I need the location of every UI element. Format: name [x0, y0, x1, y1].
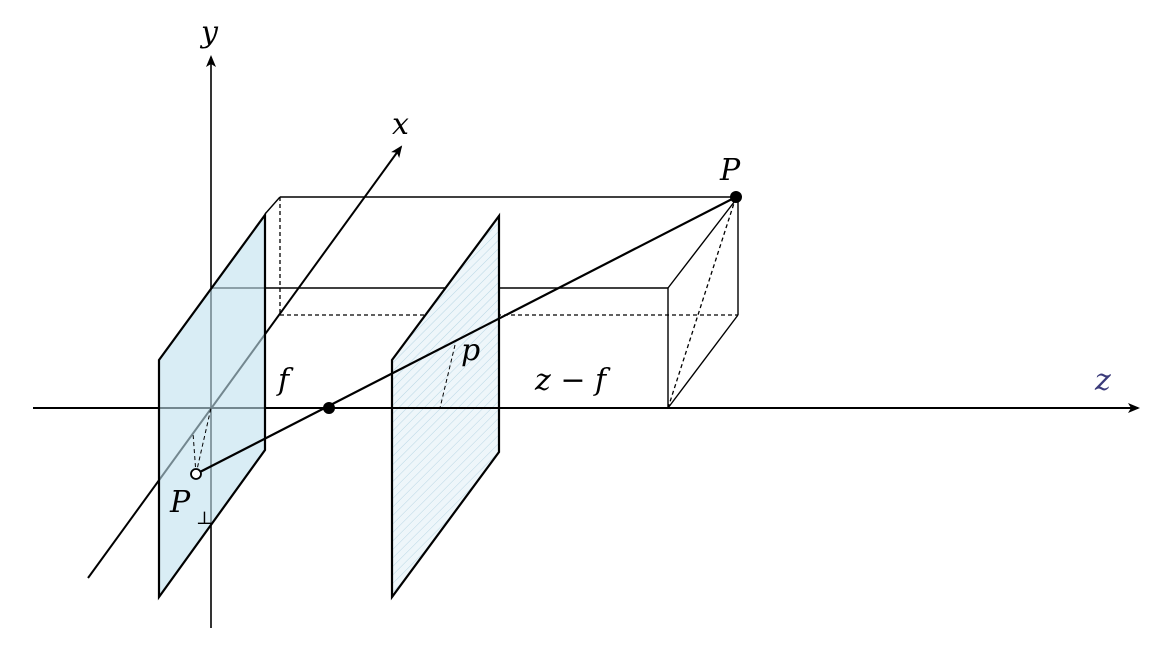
- point-P-perp-label: P: [169, 485, 191, 520]
- projection-ray: [195, 196, 737, 475]
- distance-label: z − f: [534, 363, 611, 398]
- focal-length-label: f: [276, 363, 294, 398]
- sensor-plane: [157, 211, 267, 601]
- image-point-label: p: [461, 333, 480, 368]
- virtual-image-plane: [390, 212, 501, 601]
- perp-subscript: ⊥: [196, 508, 213, 529]
- image-point-projection: [439, 344, 456, 409]
- x-axis-label: x: [392, 107, 409, 142]
- pinhole-point: [323, 402, 335, 414]
- point-P-perp: [190, 468, 202, 480]
- point-P-label: P: [719, 153, 741, 188]
- box-back-dashed: [279, 196, 738, 409]
- y-axis-label: y: [199, 15, 219, 50]
- perp-projection-dashed: [192, 407, 212, 475]
- z-axis-label: z: [1094, 363, 1111, 398]
- box-edges: [211, 196, 739, 409]
- point-P: [730, 191, 742, 203]
